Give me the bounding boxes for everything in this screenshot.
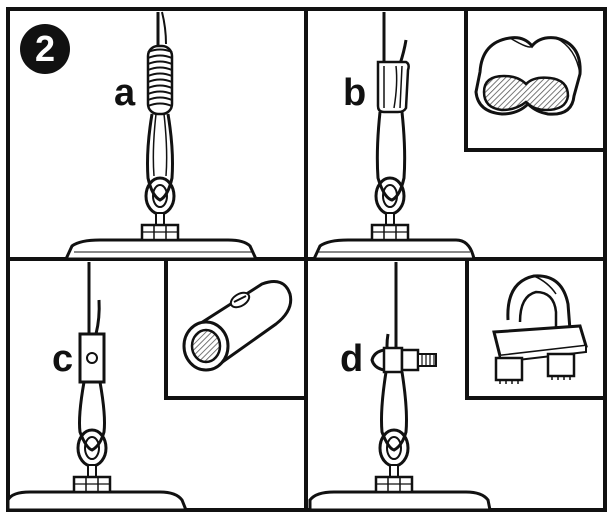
coil-wrap <box>146 44 174 116</box>
mounting-base <box>6 490 189 512</box>
mounting-base <box>308 490 492 512</box>
mounting-base <box>311 238 476 261</box>
cable-loop <box>375 111 407 202</box>
panel-b-label: b <box>343 72 367 114</box>
panel-b-drawing <box>311 9 605 261</box>
set-screw-stop <box>78 332 106 384</box>
u-bolt-clamp-icon <box>492 274 588 384</box>
mounting-base <box>63 238 259 261</box>
panel-d-label: d <box>340 338 364 380</box>
step-number-badge: 2 <box>20 24 70 74</box>
inset-d <box>465 259 605 400</box>
panel-c-label: c <box>52 338 74 380</box>
cable-loop <box>78 381 106 452</box>
wire-rope-clip <box>370 346 437 374</box>
panel-d-frame <box>304 257 607 512</box>
panel-d-drawing <box>308 259 605 512</box>
panel-c-drawing <box>6 259 306 512</box>
crimp-sleeve <box>376 60 410 114</box>
panel-a-drawing <box>63 11 259 261</box>
oval-double-ferrule-icon <box>474 36 582 116</box>
cylindrical-stop-icon <box>182 280 293 372</box>
cable-loop <box>380 371 408 452</box>
cable-loop <box>146 113 174 202</box>
panel-a-label: a <box>114 72 136 114</box>
inset-c <box>164 259 306 400</box>
inset-b <box>464 9 605 152</box>
